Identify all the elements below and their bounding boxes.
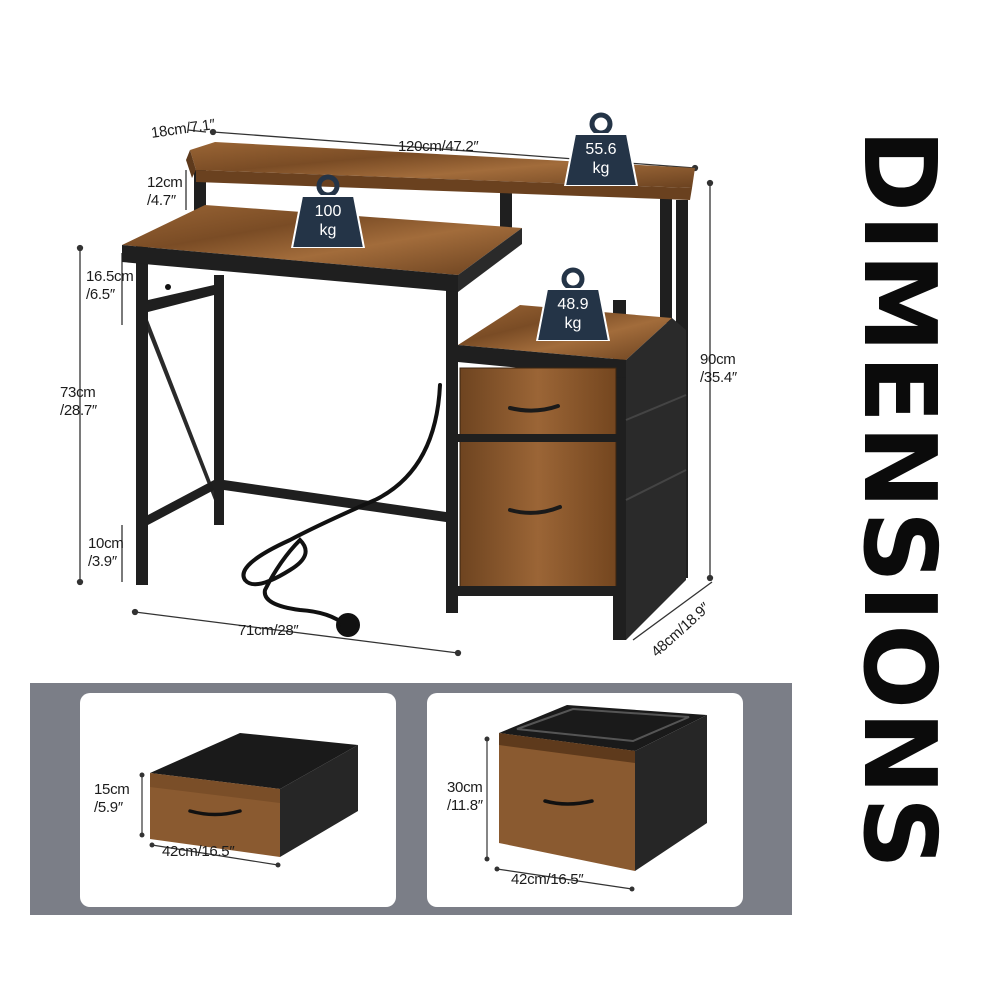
dimensions-title: DIMENSIONS	[838, 60, 960, 940]
large-drawer-illustration	[484, 705, 707, 892]
leg-space-width-label: 71cm/28″	[238, 622, 299, 639]
floor-clearance-in: /3.9″	[88, 553, 117, 570]
large-drawer-width-label: 42cm/16.5″	[511, 871, 584, 888]
knee-clearance-in: /6.5″	[86, 286, 115, 303]
weight-unit: kg	[564, 315, 582, 332]
power-cable	[165, 284, 442, 637]
riser-height-label: 12cm /4.7″	[147, 174, 183, 210]
knee-clearance-label: 16.5cm /6.5″	[86, 268, 134, 304]
floor-clearance-cm: 10cm	[88, 535, 124, 552]
file-cabinet	[458, 305, 687, 640]
total-height-cm: 90cm	[700, 351, 736, 368]
weight-badge-top-shelf: 55.6 kg	[563, 110, 639, 186]
weight-icon	[535, 267, 611, 341]
floor-clearance-label: 10cm /3.9″	[88, 535, 124, 571]
small-drawer-width-label: 42cm/16.5″	[162, 843, 235, 860]
weight-badge-desktop: 100 kg	[290, 172, 366, 248]
weight-value: 55.6	[585, 141, 617, 158]
large-drawer-height-cm: 30cm	[447, 779, 483, 796]
total-height-label: 90cm /35.4″	[700, 351, 737, 387]
small-drawer-illustration	[139, 733, 358, 868]
weight-value: 48.9	[557, 296, 589, 313]
drawer-card-small: 15cm /5.9″ 42cm/16.5″	[80, 693, 396, 907]
riser-height-in: /4.7″	[147, 192, 176, 209]
total-height-in: /35.4″	[700, 369, 737, 386]
desk-height-label: 73cm /28.7″	[60, 384, 97, 420]
small-drawer-height-cm: 15cm	[94, 781, 130, 798]
desk-height-cm: 73cm	[60, 384, 96, 401]
knee-clearance-cm: 16.5cm	[86, 268, 134, 285]
weight-icon	[290, 174, 366, 248]
small-drawer-height-label: 15cm /5.9″	[94, 781, 130, 817]
large-drawer-height-label: 30cm /11.8″	[447, 779, 483, 815]
weight-unit: kg	[319, 222, 337, 239]
weight-unit: kg	[592, 160, 610, 177]
small-drawer-height-in: /5.9″	[94, 799, 123, 816]
large-drawer-height-in: /11.8″	[447, 797, 483, 814]
dimensions-title-text: DIMENSIONS	[841, 129, 958, 871]
weight-value: 100	[314, 203, 342, 220]
shelf-width-label: 120cm/47.2″	[398, 138, 479, 155]
weight-icon	[563, 112, 639, 186]
weight-badge-cabinet: 48.9 kg	[535, 265, 611, 341]
riser-height-cm: 12cm	[147, 174, 183, 191]
desk-height-in: /28.7″	[60, 402, 97, 419]
drawer-card-large: 30cm /11.8″ 42cm/16.5″	[427, 693, 743, 907]
